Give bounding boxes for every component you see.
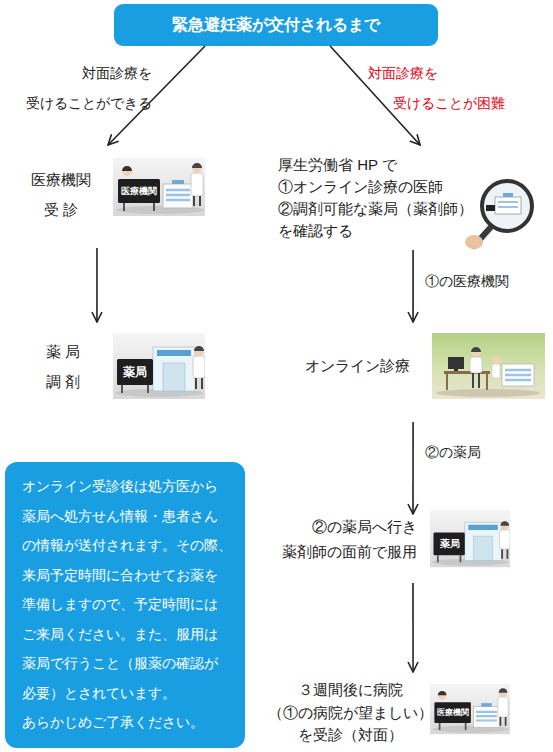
doctor-coat [470, 357, 482, 373]
sign-text: 薬局 [434, 537, 465, 551]
step-box: 薬 局 調 剤 [25, 322, 210, 407]
desk-top [444, 371, 490, 374]
magnifier-lens [482, 181, 532, 231]
branch-label: 対面診療を 受けることができる [2, 58, 152, 118]
flow-arrow [412, 583, 414, 672]
branch-label: 対面診療を 受けることが困難 [368, 58, 511, 118]
step-box: オンライン診療 [295, 322, 550, 422]
step-text: ３週間後に病院 （①の病院が望ましい） を受診（対面） [263, 679, 438, 747]
doctor-legs [473, 373, 479, 388]
pharmacy-photo [430, 510, 510, 567]
magnifier-photo [465, 181, 532, 249]
lens-sign [486, 205, 495, 211]
flow-arrow [412, 422, 414, 514]
lens-windows [498, 202, 518, 207]
flow-arrow [96, 248, 98, 322]
step-text: 医療機関 受 診 [30, 165, 92, 225]
hospital-building [502, 364, 534, 386]
step-text: オンライン診療 [305, 355, 425, 377]
building-windows [505, 370, 531, 380]
note-box: オンライン受診後は処方医から 薬局へ処方せん情報・患者さん の情報が送付されます… [5, 462, 245, 748]
lens-building [495, 197, 521, 214]
sign-text: 医療機関 [434, 706, 471, 719]
figure-coat [492, 364, 500, 378]
doctor-head [471, 347, 481, 357]
branch-label: ②の薬局 [425, 441, 481, 463]
step-box: 厚生労働省 HP で ①オンライン診療の医師 ②調剤可能な薬局（薬剤師） を確認… [270, 145, 550, 250]
desk-legs [447, 374, 487, 390]
shadow [436, 389, 540, 397]
photo-background [432, 333, 545, 399]
hospital-photo [430, 684, 510, 734]
sign-text: 薬局 [117, 364, 153, 380]
title-box: 緊急避妊薬が交付されるまで [114, 4, 438, 46]
step-box: ②の薬局へ行き 薬剤師の面前で服用 [270, 514, 545, 583]
lens-building-sign [503, 193, 513, 197]
figure-head [492, 356, 500, 364]
connector-group [97, 46, 420, 672]
doctor-hair [471, 347, 481, 352]
online-consultation-photo [432, 333, 545, 399]
hospital-photo [113, 158, 205, 216]
hand [465, 235, 483, 249]
pharmacy-photo [113, 333, 205, 399]
step-box: 医療機関 受 診 [25, 145, 210, 248]
step-text: ②の薬局へ行き 薬剤師の面前で服用 [275, 514, 417, 564]
computer-monitor [448, 357, 464, 369]
sign-text: 医療機関 [118, 184, 160, 198]
branch-label: ①の医療機関 [425, 270, 509, 292]
note-text: オンライン受診後は処方医から 薬局へ処方せん情報・患者さん の情報が送付されます… [22, 472, 239, 738]
step-box: ３週間後に病院 （①の病院が望ましい） を受診（対面） [255, 672, 545, 750]
step-text: 薬 局 調 剤 [43, 337, 83, 397]
monitor-stand [454, 369, 458, 371]
flow-arrow [412, 250, 414, 322]
title-text: 緊急避妊薬が交付されるまで [114, 4, 438, 46]
step-text: 厚生労働省 HP で ①オンライン診療の医師 ②調剤可能な薬局（薬剤師） を確認… [278, 154, 483, 242]
